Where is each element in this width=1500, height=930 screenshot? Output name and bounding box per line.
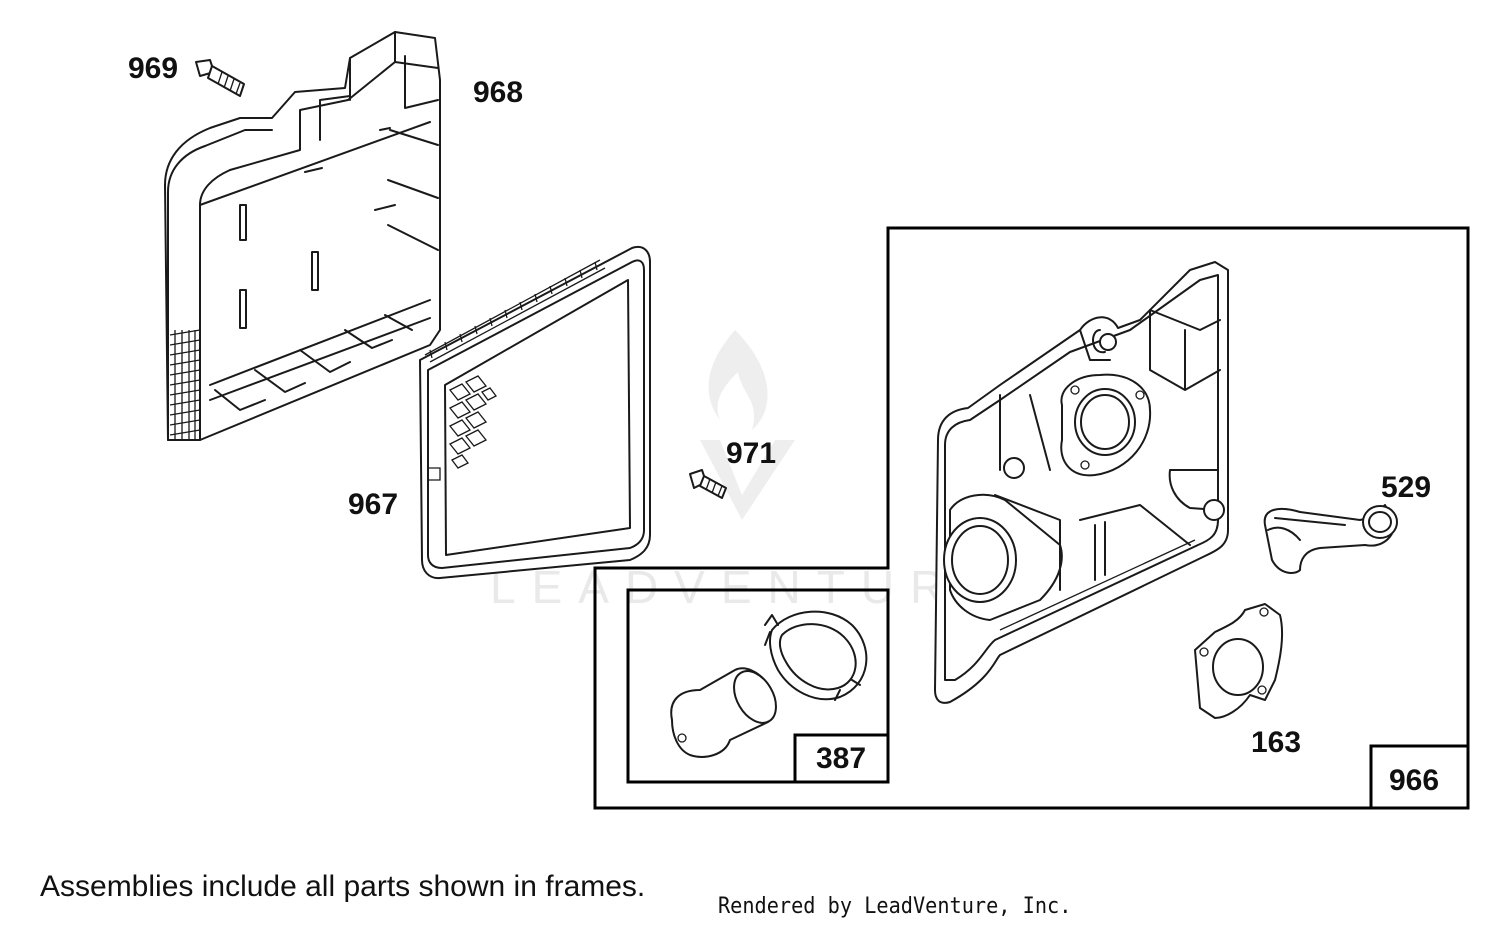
part-387-primer[interactable] [670,610,868,758]
watermark-text: LEADVENTURE [490,561,1006,613]
callout-163[interactable]: 163 [1251,726,1301,759]
callout-966[interactable]: 966 [1389,764,1439,797]
watermark: LEADVENTURE [490,330,1006,613]
callout-968[interactable]: 968 [473,76,523,109]
callout-529[interactable]: 529 [1381,471,1431,504]
part-529-elbow[interactable] [1263,504,1398,574]
callout-387[interactable]: 387 [816,742,866,775]
callouts: 969 968 967 971 529 163 387 966 [128,52,1439,797]
part-966-base-plate[interactable] [934,261,1229,704]
assembly-note: Assemblies include all parts shown in fr… [40,870,646,903]
part-971-screw[interactable] [689,469,727,499]
part-967-filter[interactable] [419,246,651,580]
filter-pleat-texture [448,375,497,469]
render-credit: Rendered by LeadVenture, Inc. [718,894,1072,919]
callout-969[interactable]: 969 [128,52,178,85]
watermark-flame-icon [700,330,795,520]
frame-966 [593,226,1470,810]
callout-967[interactable]: 967 [348,488,398,521]
part-968-housing[interactable] [164,31,441,441]
part-969-screw[interactable] [195,59,245,97]
part-163-gasket[interactable] [1194,603,1284,719]
callout-971[interactable]: 971 [726,437,776,470]
frame-387 [626,588,890,784]
